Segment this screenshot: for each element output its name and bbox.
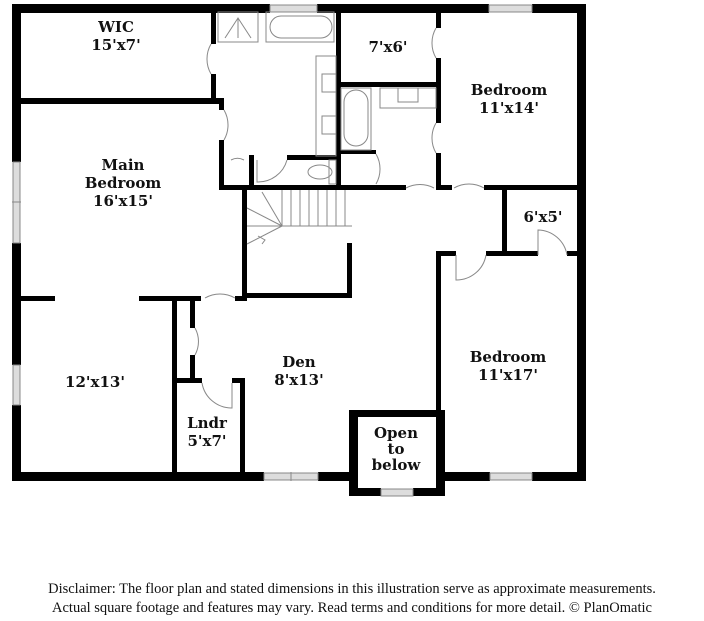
room-label-closet-6x5: 6'x5' bbox=[523, 208, 563, 226]
room-label-bedroom-11x17: Bedroom 11'x17' bbox=[469, 348, 547, 384]
doors bbox=[194, 27, 568, 409]
exterior-walls bbox=[12, 4, 586, 496]
interior-walls bbox=[21, 10, 582, 476]
shower-icon bbox=[217, 11, 259, 43]
room-label-wic: WIC 15'x7' bbox=[91, 18, 141, 54]
room-label-closet-7x6: 7'x6' bbox=[368, 38, 408, 56]
windows bbox=[12, 4, 533, 497]
room-label-den: Den 8'x13' bbox=[274, 353, 324, 389]
bathtub-icon-2 bbox=[340, 87, 372, 151]
vanity-icon bbox=[315, 55, 337, 157]
room-label-laundry: Lndr 5'x7' bbox=[187, 414, 227, 450]
stairs bbox=[246, 190, 352, 245]
sink-icon bbox=[379, 87, 437, 109]
floor-plan bbox=[12, 4, 586, 497]
room-label-open-to-below: Open to below bbox=[371, 424, 421, 474]
bath-fixtures bbox=[217, 11, 437, 185]
toilet-icon bbox=[307, 164, 333, 180]
disclaimer-line-1: Disclaimer: The floor plan and stated di… bbox=[48, 581, 656, 597]
room-label-12x13: 12'x13' bbox=[65, 373, 125, 391]
disclaimer-line-2: Actual square footage and features may v… bbox=[52, 600, 652, 616]
disclaimer: Disclaimer: The floor plan and stated di… bbox=[0, 580, 704, 618]
room-label-bedroom-11x14: Bedroom 11'x14' bbox=[470, 81, 548, 117]
bathtub-icon bbox=[265, 11, 335, 43]
room-label-main-bedroom: Main Bedroom 16'x15' bbox=[84, 156, 162, 210]
